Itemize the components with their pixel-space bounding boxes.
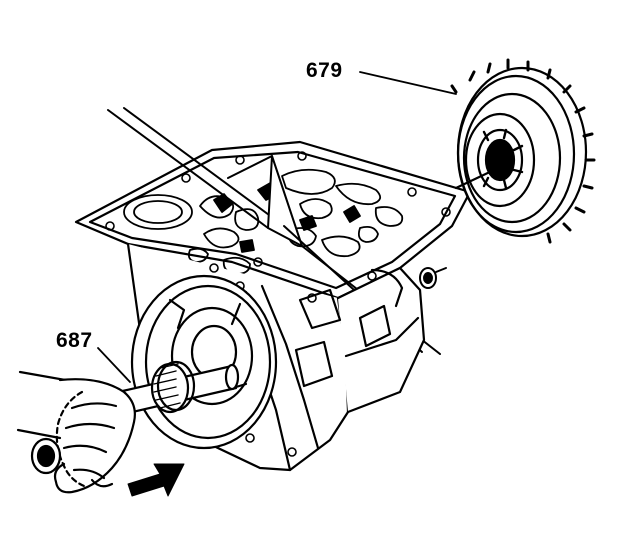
technician-hand <box>16 370 136 494</box>
callout-687: 687 <box>56 329 93 352</box>
clutch-housing-679 <box>450 58 596 244</box>
case-fitting <box>419 267 447 289</box>
leader-687 <box>97 347 131 383</box>
leader-679 <box>359 71 457 95</box>
leader-lines <box>97 71 457 383</box>
shaft-end-cap <box>30 437 62 475</box>
install-direction-arrow <box>127 463 185 497</box>
front-bore <box>130 274 278 450</box>
input-shaft-687 <box>116 360 240 416</box>
callout-679: 679 <box>306 59 343 82</box>
